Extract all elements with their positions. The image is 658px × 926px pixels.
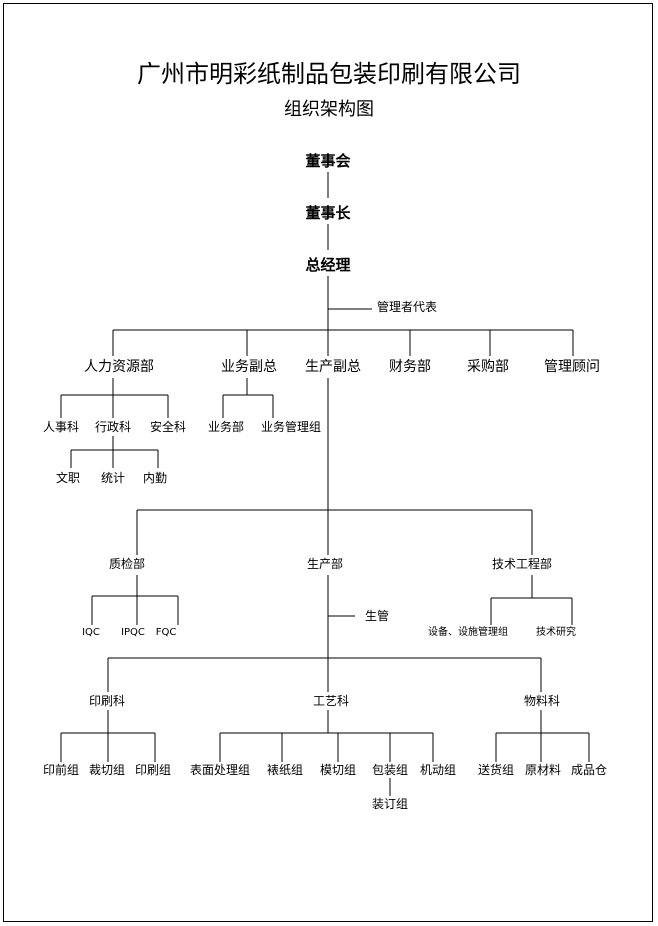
node-iqc: IQC <box>82 627 100 638</box>
node-printing-group: 印刷组 <box>134 763 172 777</box>
node-prepress-group: 印前组 <box>42 763 80 777</box>
node-sales-mgmt: 业务管理组 <box>260 420 322 434</box>
node-equipment-group: 设备、设施管理组 <box>428 627 508 638</box>
node-production-dept: 生产部 <box>306 557 344 571</box>
node-laminating-group: 裱纸组 <box>266 763 304 777</box>
node-sales-dept: 业务部 <box>207 420 245 434</box>
node-personnel: 人事科 <box>42 420 80 434</box>
node-finance: 财务部 <box>389 359 431 375</box>
node-raw-materials: 原材料 <box>524 763 562 777</box>
node-cutting-group: 裁切组 <box>88 763 126 777</box>
node-materials-section: 物料科 <box>523 694 561 708</box>
node-craft-section: 工艺科 <box>312 694 350 708</box>
node-surface-group: 表面处理组 <box>189 763 251 777</box>
node-ipqc: IPQC <box>121 627 145 638</box>
node-tech-research: 技术研究 <box>536 627 576 638</box>
company-title: 广州市明彩纸制品包装印刷有限公司 <box>137 60 521 88</box>
node-mobile-group: 机动组 <box>419 763 457 777</box>
node-production-vp: 生产副总 <box>305 359 361 375</box>
node-board: 董事会 <box>305 152 351 170</box>
node-diecut-group: 模切组 <box>319 763 357 777</box>
node-statistics: 统计 <box>100 471 126 485</box>
node-sales-vp: 业务副总 <box>221 359 277 375</box>
node-mgmt-rep: 管理者代表 <box>377 300 438 314</box>
node-finished-warehouse: 成品仓 <box>570 763 608 777</box>
node-delivery-group: 送货组 <box>477 763 515 777</box>
page-border <box>3 3 653 922</box>
node-binding-group: 装订组 <box>371 797 409 811</box>
node-office-staff: 内勤 <box>142 471 168 485</box>
node-packaging-group: 包装组 <box>371 763 409 777</box>
node-clerical: 文职 <box>55 471 81 485</box>
node-consultant: 管理顾问 <box>544 359 600 375</box>
node-printing-section: 印刷科 <box>88 694 126 708</box>
node-fqc: FQC <box>155 627 177 638</box>
node-qc-dept: 质检部 <box>108 557 146 571</box>
node-safety: 安全科 <box>149 420 187 434</box>
node-gm: 总经理 <box>305 256 351 274</box>
node-chairman: 董事长 <box>305 204 351 222</box>
node-purchasing: 采购部 <box>467 359 509 375</box>
node-admin: 行政科 <box>94 420 132 434</box>
node-tech-engineering: 技术工程部 <box>491 557 553 571</box>
node-hr: 人力资源部 <box>84 359 154 375</box>
chart-subtitle: 组织架构图 <box>284 99 374 120</box>
node-production-control: 生管 <box>365 609 390 623</box>
